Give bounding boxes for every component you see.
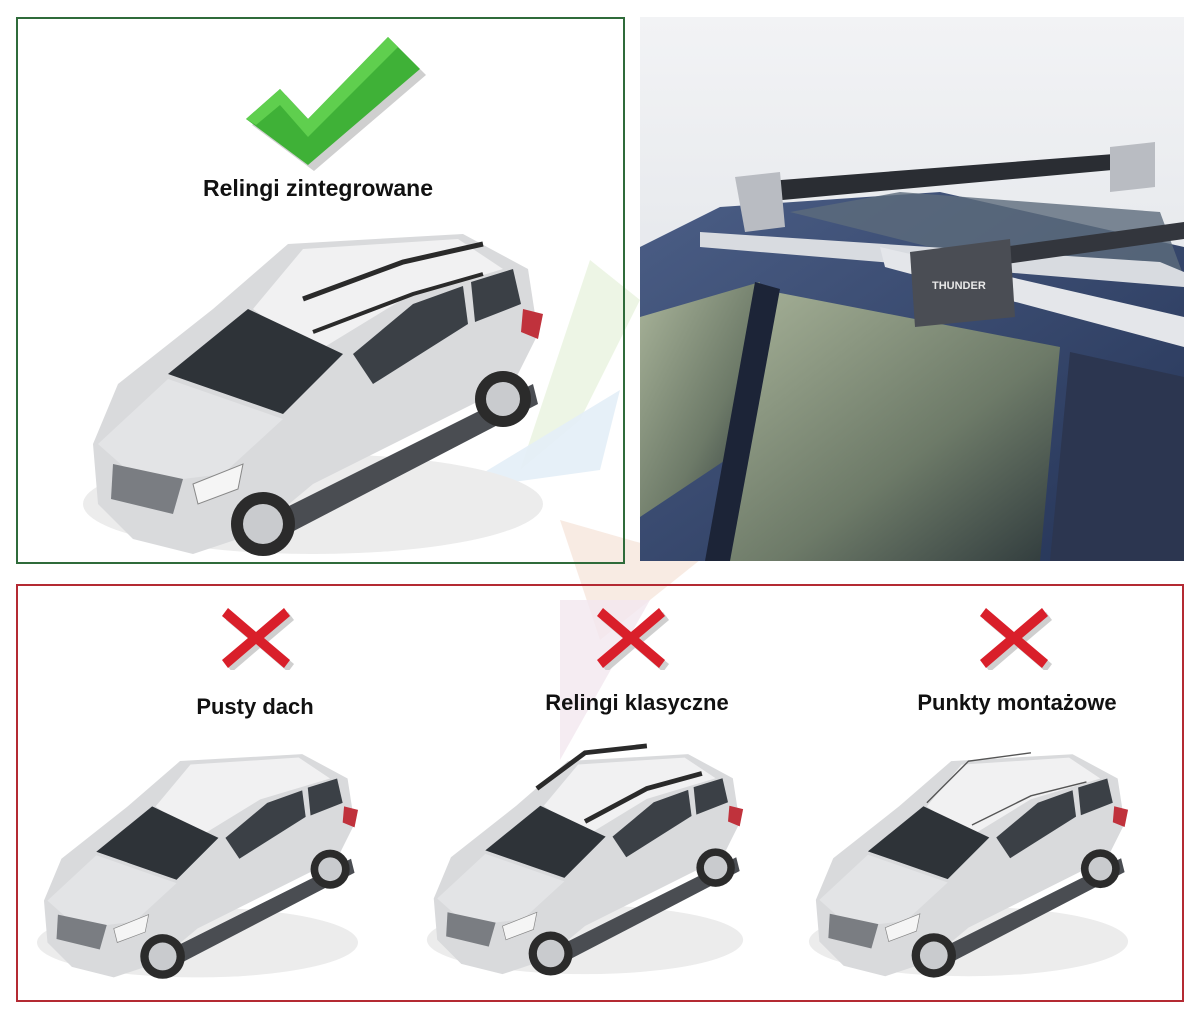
- brand-text: THUNDER: [932, 280, 986, 292]
- integrated-rails-panel: Relingi zintegrowane: [16, 17, 625, 564]
- integrated-rails-label: Relingi zintegrowane: [202, 175, 434, 201]
- car-classic-rails: [426, 743, 744, 976]
- classic-rails-label: Relingi klasyczne: [545, 690, 729, 715]
- cross-icon: [222, 608, 294, 670]
- car-mount-points: [808, 752, 1129, 978]
- empty-roof-label: Pusty dach: [196, 694, 314, 719]
- car-integrated-rails: [83, 234, 543, 556]
- check-icon: [246, 37, 426, 171]
- roof-rack-illustration: THUNDER: [640, 17, 1184, 561]
- car-empty-roof: [36, 754, 359, 979]
- cross-icon: [980, 608, 1052, 670]
- incompatible-roofs-panel: [16, 584, 1184, 1002]
- mount-points-label: Punkty montażowe: [917, 690, 1117, 715]
- roof-rack-photo: THUNDER: [640, 17, 1184, 561]
- cross-icon: [597, 608, 669, 670]
